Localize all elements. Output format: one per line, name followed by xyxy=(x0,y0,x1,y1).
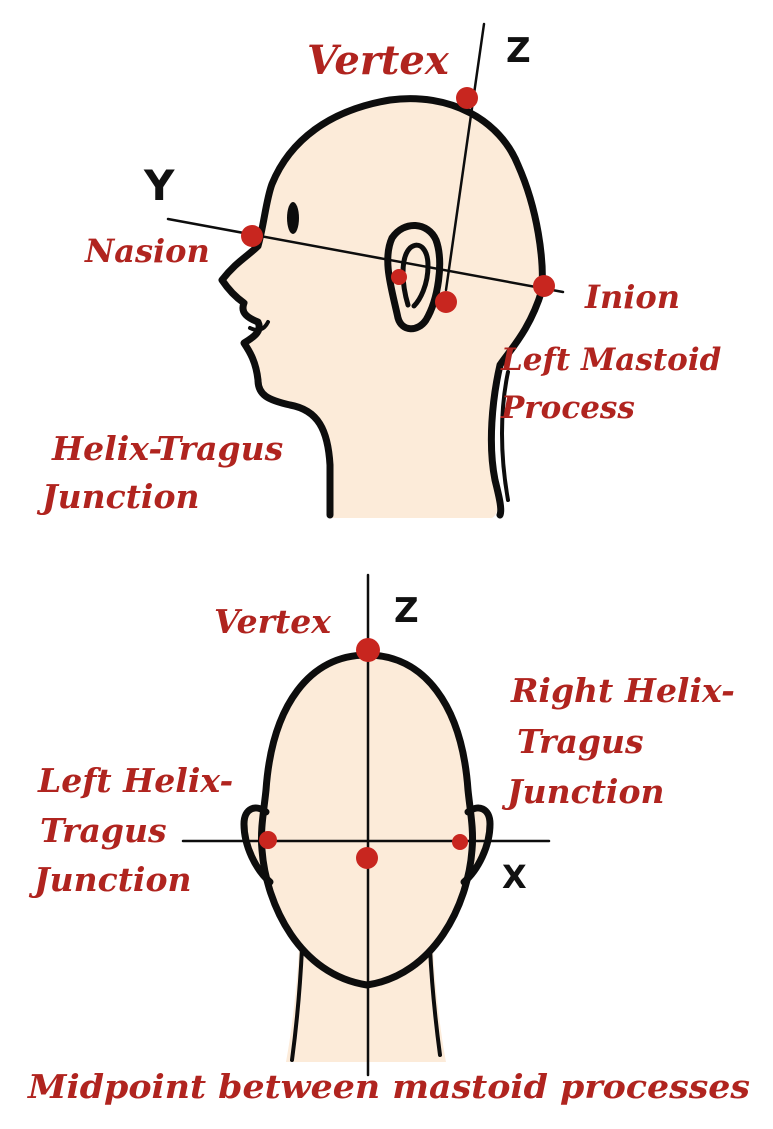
side-y-axis-label: Y xyxy=(143,161,175,210)
side-vertex-label: Vertex xyxy=(307,37,450,84)
front-right-label-line3: Junction xyxy=(501,772,664,811)
front-right-label-line2: Tragus xyxy=(517,722,644,761)
front-left-label-line1: Left Helix- xyxy=(37,761,233,800)
front-view: Z X Vertex Right Helix- Tragus Junction … xyxy=(28,573,735,1077)
side-inion-label: Inion xyxy=(584,278,680,316)
side-head-skin xyxy=(222,98,543,519)
side-mouth xyxy=(248,320,270,332)
front-x-axis-label: X xyxy=(502,858,527,896)
front-left-label-line2: Tragus xyxy=(40,811,167,850)
side-helix-tragus-dot xyxy=(391,269,407,285)
side-head-outline xyxy=(218,95,546,519)
front-left-label-line3: Junction xyxy=(28,860,191,899)
front-mastoid-midpoint-dot xyxy=(356,847,378,869)
side-inion-dot xyxy=(533,275,555,297)
front-vertex-dot xyxy=(356,638,380,662)
side-helix-label-line2: Junction xyxy=(36,477,199,516)
side-nasion-dot xyxy=(241,225,263,247)
side-neck-back-line xyxy=(500,370,510,502)
side-mastoid-label-line1: Left Mastoid xyxy=(500,342,721,378)
front-left-helix-tragus-dot xyxy=(259,831,277,849)
side-vertex-dot xyxy=(456,87,478,109)
side-nasion-label: Nasion xyxy=(84,232,210,270)
side-view: Z Y Vertex Nasion Inion Left Mastoid Pro… xyxy=(36,22,721,519)
front-left-ear-outline xyxy=(240,804,274,886)
front-neck-right-line xyxy=(428,946,442,1057)
caption-midpoint: Midpoint between mastoid processes xyxy=(27,1067,750,1106)
front-right-label-line1: Right Helix- xyxy=(510,671,735,710)
side-z-axis-line xyxy=(444,22,486,292)
side-ear-outer xyxy=(384,222,444,333)
side-y-axis-line xyxy=(166,217,565,294)
front-z-axis-label: Z xyxy=(394,591,419,631)
front-right-helix-tragus-dot xyxy=(452,834,468,850)
side-mastoid-label-line2: Process xyxy=(500,390,635,426)
front-neck-left-line xyxy=(290,946,304,1062)
side-mastoid-dot xyxy=(435,291,457,313)
front-vertex-label: Vertex xyxy=(214,602,331,641)
front-right-ear-outline xyxy=(460,804,494,886)
side-eye xyxy=(287,202,299,234)
side-helix-label-line1: Helix-Tragus xyxy=(51,429,283,468)
side-z-axis-label: Z xyxy=(506,31,531,71)
